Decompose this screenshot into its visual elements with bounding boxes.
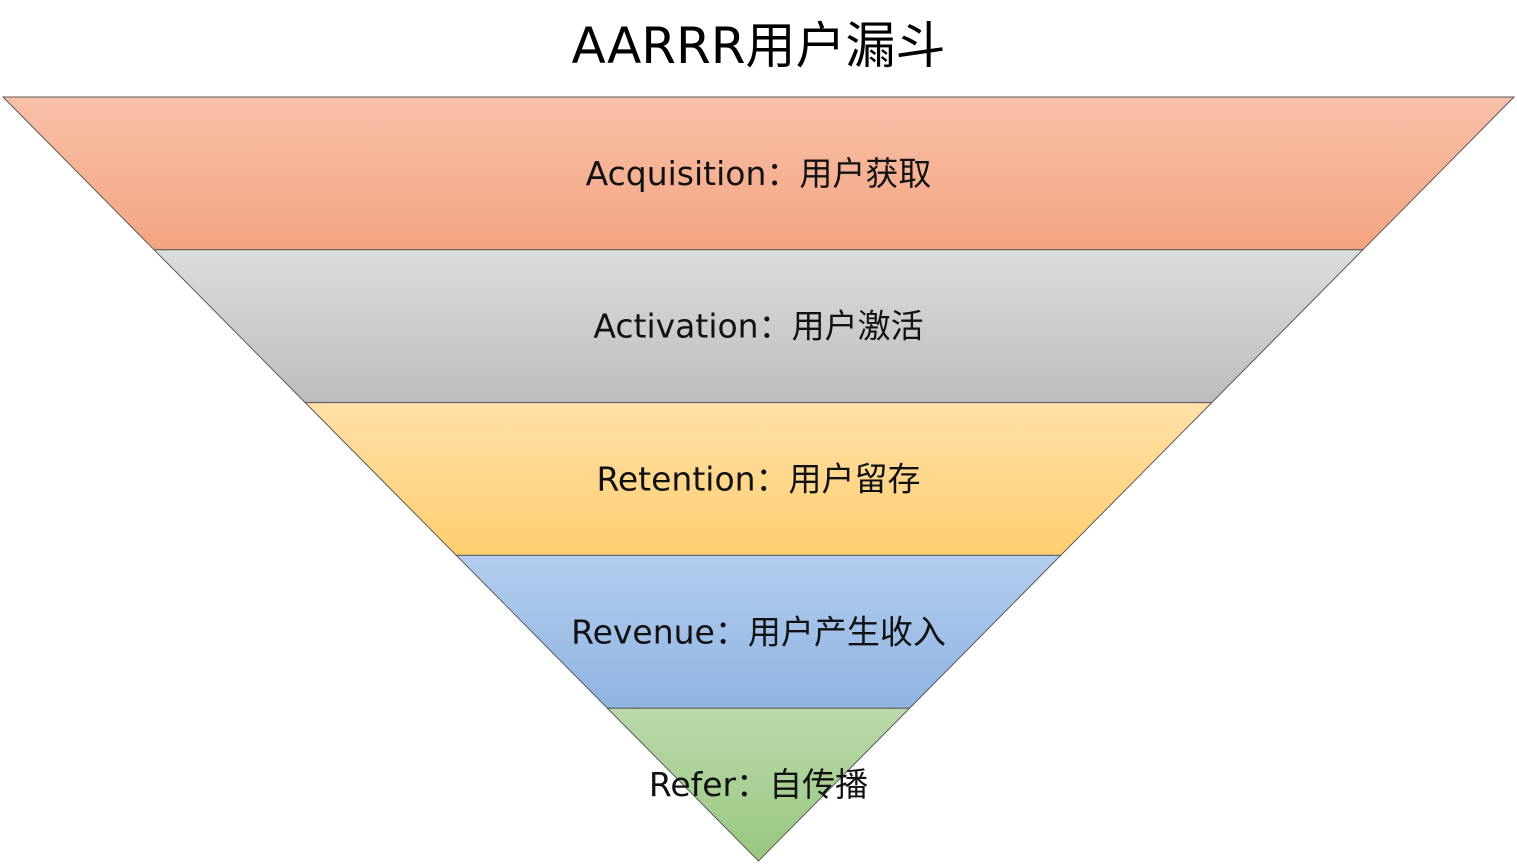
page-title: AARRR用户漏斗	[571, 17, 946, 75]
funnel-stage-label-2: Activation：用户激活	[593, 307, 923, 346]
funnel-stage-5	[606, 707, 911, 862]
funnel-stage-label-3: Retention：用户留存	[596, 460, 920, 499]
funnel-stage-label-4: Revenue：用户产生收入	[571, 612, 946, 651]
funnel-stages: Acquisition：用户获取 Activation：用户激活 Retention…	[1, 96, 1516, 862]
funnel-stage-label-1: Acquisition：用户获取	[586, 154, 932, 193]
funnel-stage-label-5: Refer：自传播	[649, 765, 868, 804]
